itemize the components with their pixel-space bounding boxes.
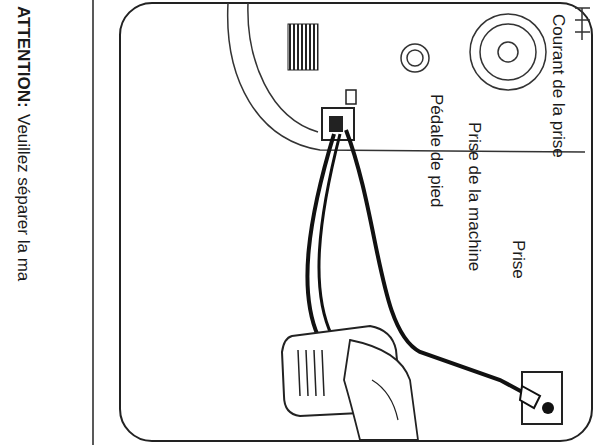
note-border: [92, 0, 94, 445]
warning-note: Veuillez séparer la ma: [13, 114, 33, 281]
part-label: Courant de la prise: [548, 14, 568, 158]
wall-outlet: [520, 372, 562, 424]
part-label: Prise: [508, 240, 528, 279]
part-label: Prise de la machine: [464, 122, 484, 271]
part-label: Pédale de pied: [426, 94, 446, 207]
vent-grill: [288, 24, 318, 70]
figure-frame: [120, 3, 592, 441]
pedal-cord: [319, 134, 340, 336]
machine-socket: [322, 90, 356, 140]
foot-pedal: [282, 326, 418, 440]
machine-body: [228, 3, 590, 152]
warning-note: ATTENTION:: [13, 6, 33, 108]
